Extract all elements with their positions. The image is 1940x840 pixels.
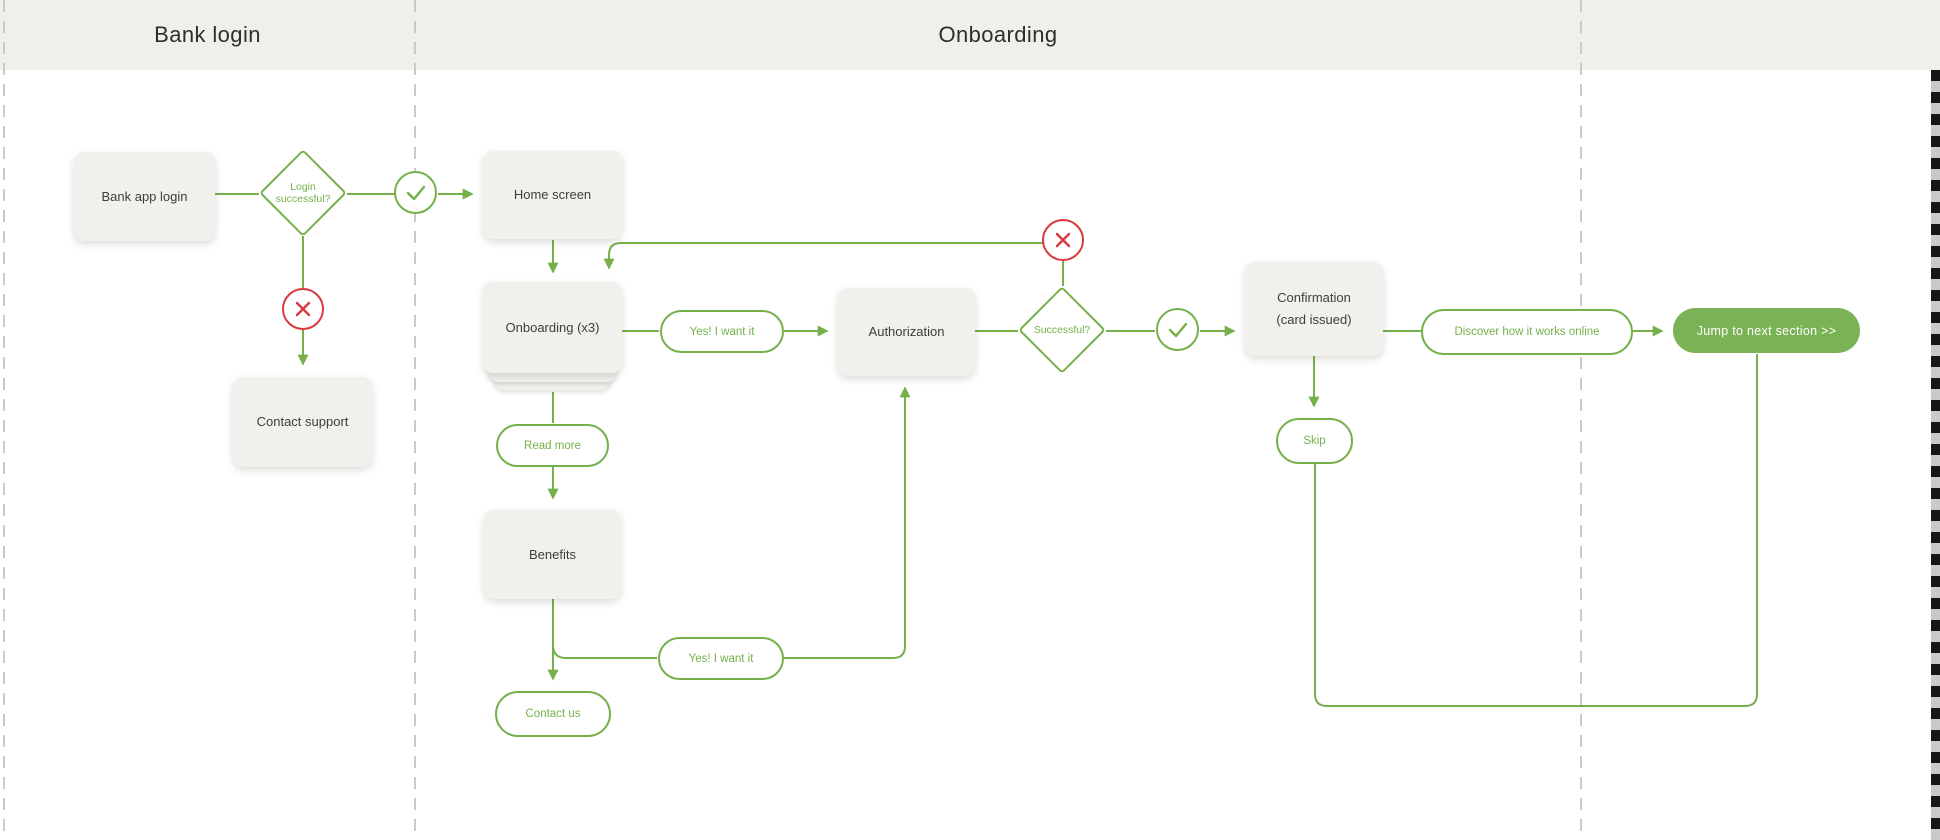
node-bank-app-login[interactable]: Bank app login <box>74 152 215 241</box>
node-authorization[interactable]: Authorization <box>838 288 975 376</box>
node-label: Authorization <box>868 324 945 339</box>
node-label: Benefits <box>529 546 576 562</box>
section-title-bank-login: Bank login <box>154 22 261 47</box>
node-contact-support[interactable]: Contact support <box>233 377 372 467</box>
pill-label: Skip <box>1303 435 1326 447</box>
section-divider <box>3 0 5 840</box>
node-confirmation[interactable]: Confirmation (card issued) <box>1245 262 1383 356</box>
section-header-band <box>0 0 1940 70</box>
node-label: Confirmation <box>1277 290 1351 305</box>
pill-label: Discover how it works online <box>1454 326 1600 338</box>
node-label: Onboarding (x3) <box>505 319 600 335</box>
pill-label: Read more <box>524 439 581 452</box>
connector-yes2-to-authorization[interactable] <box>784 386 911 659</box>
connector-skip-to-jump[interactable] <box>1314 354 1758 707</box>
node-label: Bank app login <box>101 188 188 204</box>
status-fail-circle[interactable] <box>282 288 324 330</box>
node-benefits[interactable]: Benefits <box>484 510 621 599</box>
button-label: Jump to next section >> <box>1696 323 1837 338</box>
connector-retry-to-onboarding[interactable] <box>603 242 1045 270</box>
node-label: (card issued) <box>1276 312 1352 327</box>
check-icon <box>406 185 425 200</box>
section-title-onboarding: Onboarding <box>938 22 1058 47</box>
status-fail-circle[interactable] <box>1042 219 1084 261</box>
pill-contact-us[interactable]: Contact us <box>495 691 611 737</box>
pill-label: Yes! I want it <box>688 652 754 665</box>
canvas-edge <box>1931 70 1940 840</box>
x-icon <box>1055 232 1071 248</box>
connector-benefits-to-yes2[interactable] <box>552 644 657 659</box>
x-icon <box>295 301 311 317</box>
decision-label: Successful? <box>1033 324 1091 336</box>
pill-label: Contact us <box>525 708 581 720</box>
pill-yes-i-want-it-2[interactable]: Yes! I want it <box>658 637 784 680</box>
decision-label: Login successful? <box>275 181 331 205</box>
node-label: Home screen <box>513 187 592 202</box>
section-divider <box>1580 0 1582 840</box>
check-icon <box>1168 322 1187 337</box>
node-onboarding-x3[interactable]: Onboarding (x3) <box>483 282 622 373</box>
pill-discover-how-it-works[interactable]: Discover how it works online <box>1421 309 1633 355</box>
pill-yes-i-want-it-1[interactable]: Yes! I want it <box>660 310 784 353</box>
pill-label: Yes! I want it <box>689 325 755 338</box>
status-success-circle[interactable] <box>394 171 437 214</box>
pill-read-more[interactable]: Read more <box>496 424 609 467</box>
pill-skip[interactable]: Skip <box>1276 418 1353 464</box>
section-divider <box>414 0 416 840</box>
status-success-circle[interactable] <box>1156 308 1199 351</box>
node-label: Contact support <box>256 414 349 429</box>
node-home-screen[interactable]: Home screen <box>483 151 622 239</box>
jump-to-next-section-button[interactable]: Jump to next section >> <box>1673 308 1860 353</box>
